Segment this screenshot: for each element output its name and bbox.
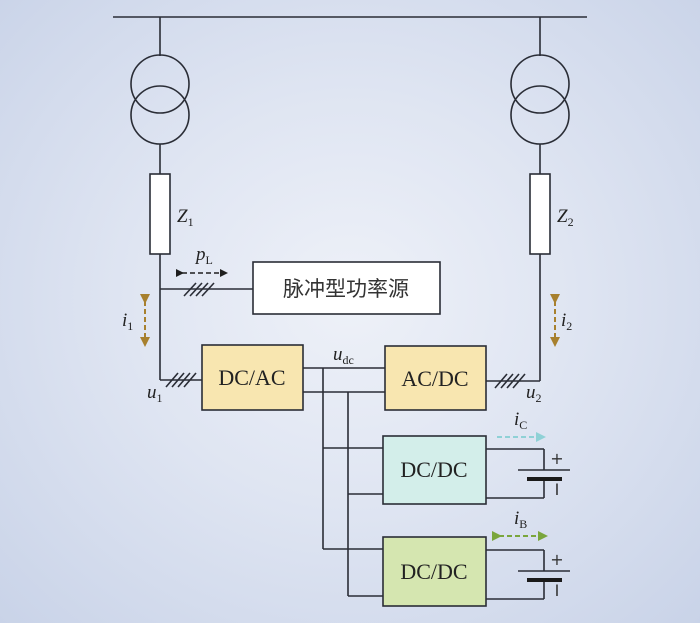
u2-label: u2 [526, 382, 542, 405]
iB-label: iB [514, 508, 527, 531]
i1-label: i1 [122, 310, 133, 333]
dc-ac-label: DC/AC [218, 365, 285, 390]
pL-label: pL [194, 244, 213, 267]
iC-label: iC [514, 409, 527, 432]
right-transformer-icon [510, 54, 570, 114]
dc-dc-top-label: DC/DC [400, 457, 467, 482]
minus-marker: I [555, 581, 560, 600]
z2-label: Z2 [557, 206, 574, 229]
three-phase-mark [165, 372, 197, 388]
minus-marker: I [555, 480, 560, 499]
dc-dc-converter-bottom [382, 536, 487, 607]
pulse-power-source-box [252, 261, 441, 315]
dc-ac-converter [201, 344, 304, 411]
ac-dc-converter [384, 345, 487, 411]
plus-marker: + [550, 449, 563, 468]
pulse-power-source-label: 脉冲型功率源 [283, 277, 409, 301]
ac-dc-label: AC/DC [401, 366, 468, 391]
left-feeder [130, 17, 202, 388]
pulse-source-branch: 脉冲型功率源 pL [160, 244, 441, 315]
dc-dc-bottom-label: DC/DC [400, 559, 467, 584]
udc-label: udc [333, 344, 354, 367]
battery-icon [518, 570, 570, 582]
storage-top-wiring [486, 448, 545, 499]
u1-label: u1 [147, 382, 163, 405]
three-phase-mark [494, 373, 526, 389]
i2-label: i2 [561, 310, 572, 333]
dc-bus [303, 367, 385, 597]
plus-marker: + [550, 550, 563, 569]
impedance-z2 [529, 173, 551, 255]
z1-label: Z1 [177, 206, 194, 229]
capacitor-icon [518, 469, 570, 481]
right-feeder [486, 17, 570, 389]
left-transformer-icon [130, 54, 190, 114]
storage-bottom-wiring [486, 549, 545, 600]
dc-dc-converter-top [382, 435, 487, 505]
impedance-z1 [149, 173, 171, 255]
